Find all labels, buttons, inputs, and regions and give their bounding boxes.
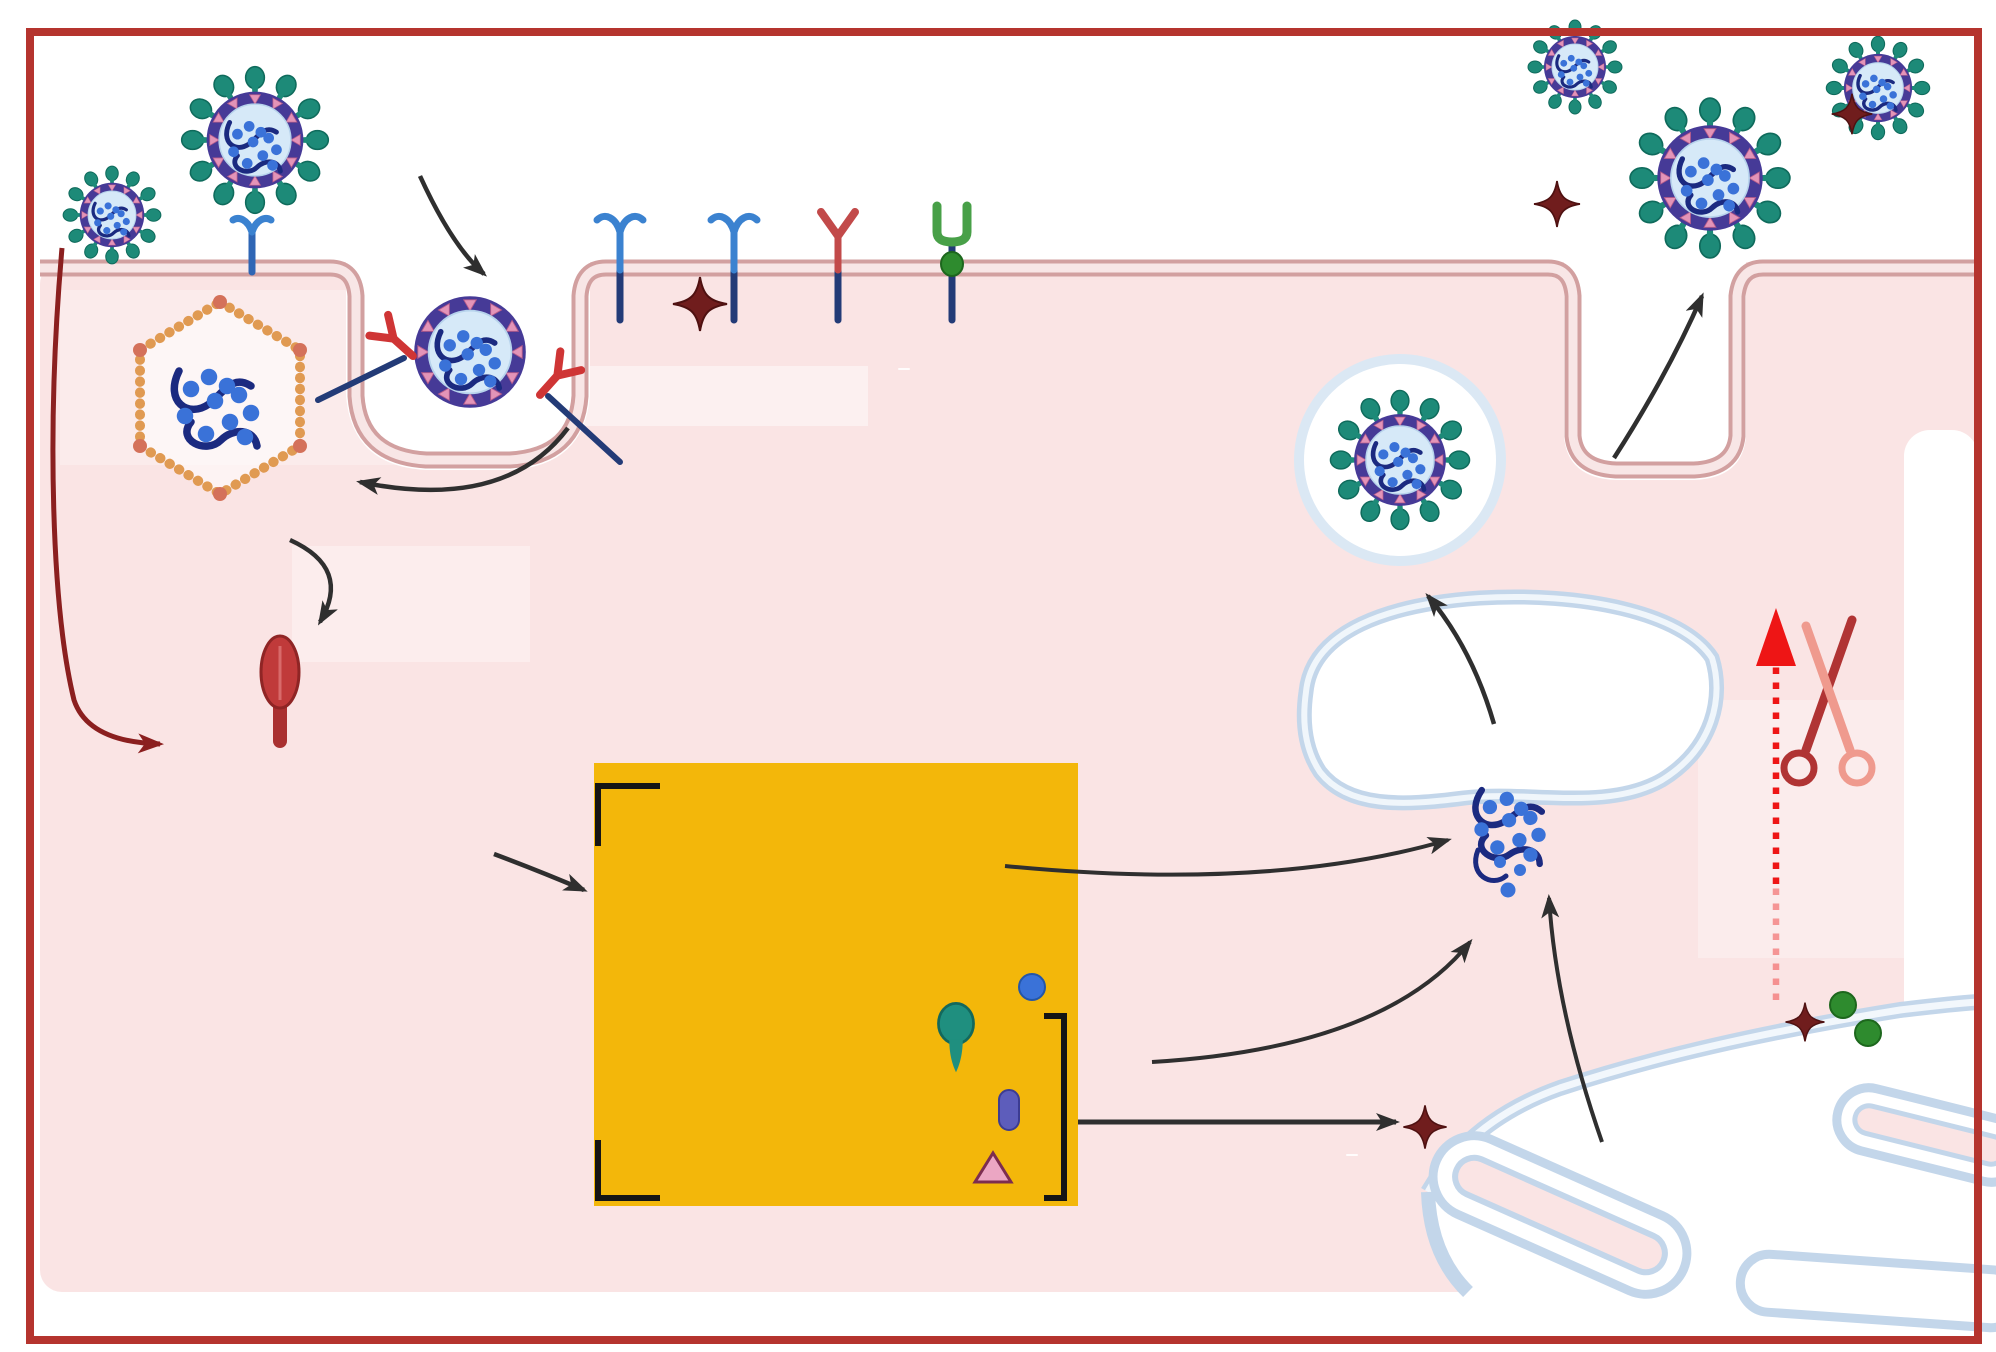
released-virion <box>1826 36 1929 139</box>
endosome <box>133 295 307 501</box>
fusing-virion <box>63 166 161 264</box>
ergic-compartment <box>1296 589 1725 811</box>
replication-box <box>594 763 1078 1206</box>
major-entry-arrow <box>50 247 164 754</box>
furin-tmprss-label <box>1346 1154 1358 1156</box>
virus-receptor-stem <box>229 215 275 276</box>
e-protein-icon <box>972 1150 1014 1184</box>
er-fold <box>1735 1249 1996 1333</box>
er-fold <box>1428 1131 1692 1299</box>
released-virion <box>1630 98 1790 258</box>
green-vesicle-icon <box>1854 1019 1882 1047</box>
m-protein-icon <box>998 1089 1020 1131</box>
coronavirus-virion <box>182 67 329 214</box>
n-protein-icon <box>1018 973 1046 1001</box>
nucleocapsid-cluster <box>1469 788 1551 898</box>
green-vesicle-icon <box>1829 991 1857 1019</box>
endocytosed-virion <box>414 296 526 408</box>
rdrp-polymerase <box>259 634 301 748</box>
scissors-icon <box>1780 615 1876 787</box>
intestine-label <box>898 368 910 370</box>
protease-arrow <box>1756 608 1796 1000</box>
plasma-membrane <box>40 259 1978 479</box>
pit-ace2-receptors <box>315 310 623 465</box>
flow-arrows <box>289 175 1705 1143</box>
golgi-vesicle <box>1294 354 1506 566</box>
endoplasmic-reticulum <box>1421 994 1996 1333</box>
released-virion <box>1528 20 1622 114</box>
exocytic-pit <box>1564 256 1746 480</box>
